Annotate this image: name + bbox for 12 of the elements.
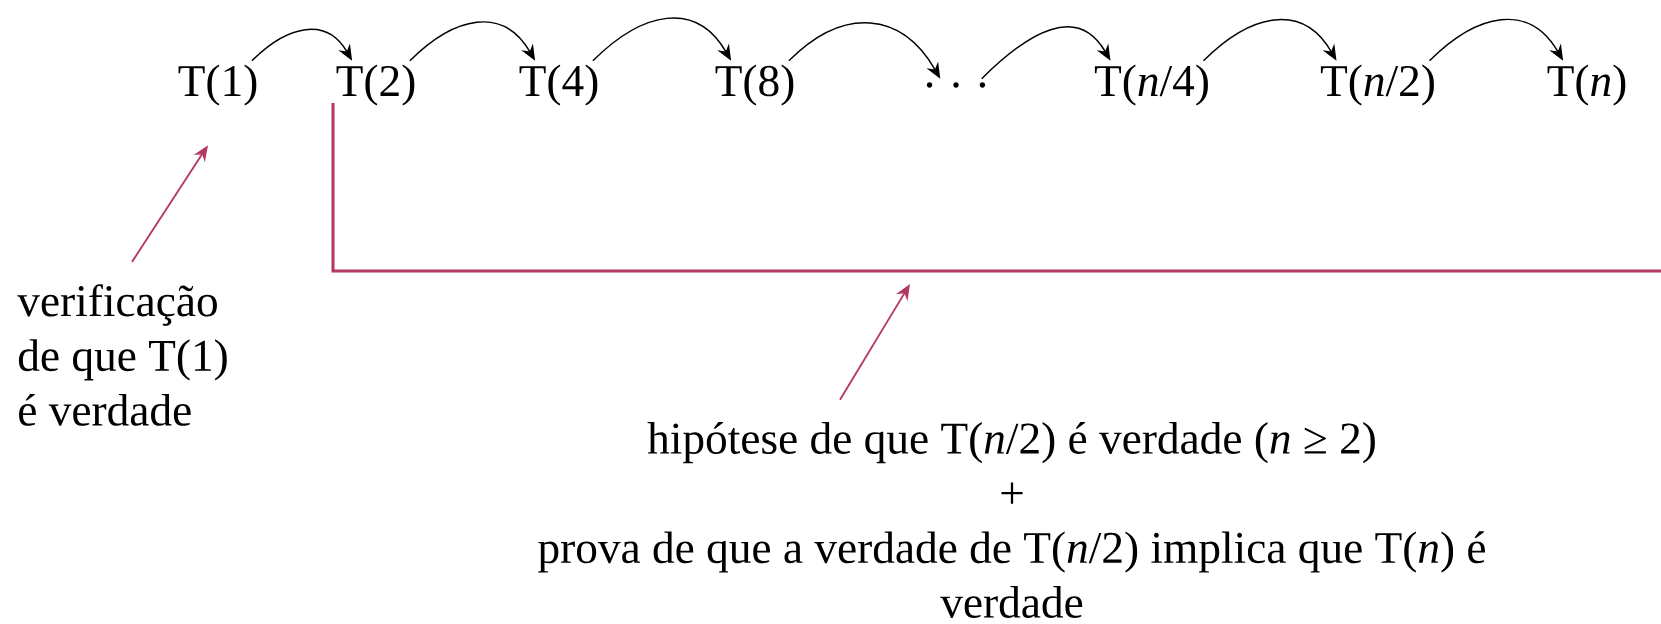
term-label: . . . [926, 82, 986, 88]
term-label: T(n/2) [1320, 64, 1434, 106]
term-label: T(8) [715, 64, 794, 106]
curved-arrow [981, 26, 1111, 80]
note-text: hipótese de que T(n/2) é verdade (n ≥ 2) + prova de que a verdade de T(n/2) implica que T(n) é verdade [538, 422, 1485, 618]
term-label: T(n) [1547, 64, 1626, 106]
curved-arrow [1202, 19, 1337, 62]
term-label: T(2) [336, 64, 415, 106]
term-label: T(4) [519, 64, 598, 106]
term-label: T(1) [178, 64, 257, 106]
note-text: verificação de que T(1) é verdade [17, 284, 227, 426]
term-label: T(n/4) [1094, 64, 1208, 106]
